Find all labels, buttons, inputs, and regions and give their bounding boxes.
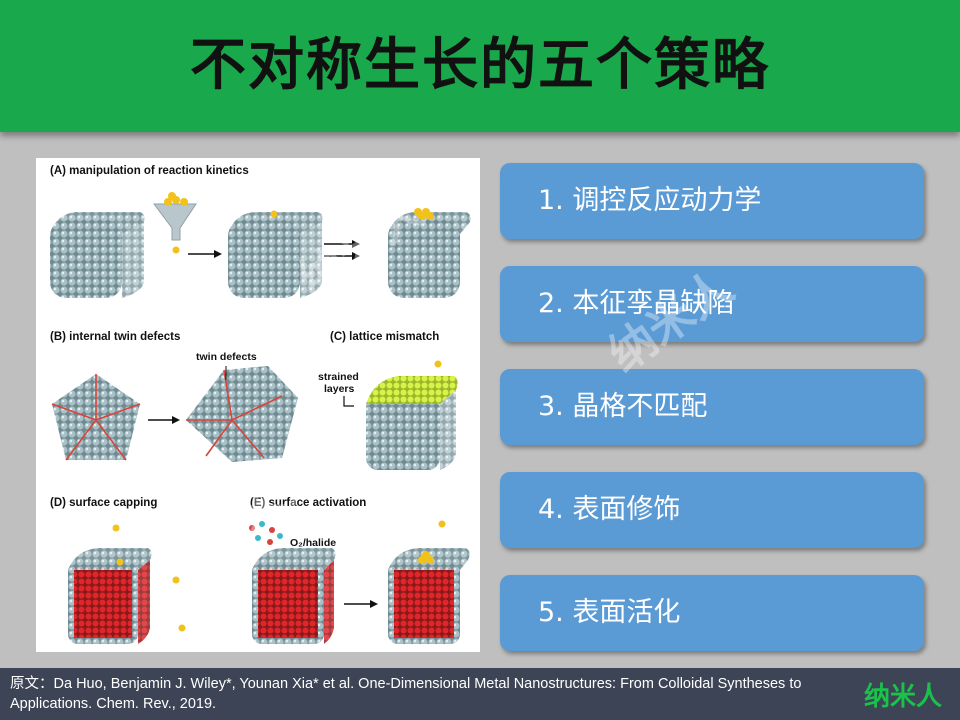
figure-panel: (A) manipulation of reaction kinetics: [36, 158, 480, 652]
cube-a2: [228, 210, 323, 298]
cube-e1: [252, 548, 336, 644]
page-title: 不对称生长的五个策略: [190, 33, 770, 98]
arrow-head-icon: [214, 250, 222, 258]
strategy-label: 4. 表面修饰: [538, 494, 681, 525]
header-bar: 不对称生长的五个策略: [0, 0, 960, 132]
bracket-icon: [343, 396, 354, 407]
twin-defects-annotation: twin defects: [196, 351, 257, 363]
reagent-dots: [249, 521, 283, 545]
panel-a-label: (A) manipulation of reaction kinetics: [50, 165, 249, 177]
strategy-label: 5. 表面活化: [538, 597, 681, 628]
strategy-label: 2. 本征孪晶缺陷: [538, 288, 735, 319]
strategy-label: 1. 调控反应动力学: [538, 185, 762, 216]
funnel-icon: [153, 192, 197, 254]
brand-logo: 纳米人: [863, 682, 942, 712]
strained-layers-annotation-2: layers: [324, 383, 355, 395]
strategy-button-1[interactable]: 1. 调控反应动力学: [500, 163, 924, 239]
cube-d: [68, 524, 186, 644]
pentagonal-rod: [186, 366, 298, 462]
strategy-label: 3. 晶格不匹配: [538, 391, 708, 422]
panel-b-label: (B) internal twin defects: [50, 331, 180, 343]
strategy-button-2[interactable]: 2. 本征孪晶缺陷: [500, 266, 924, 342]
figure-illustration: (A) manipulation of reaction kinetics: [50, 165, 471, 644]
strategy-button-3[interactable]: 3. 晶格不匹配: [500, 369, 924, 445]
arrow-head-icon: [370, 600, 378, 608]
pentagon-seed: [51, 374, 141, 461]
arrow-head-icon: [352, 252, 360, 260]
arrow-head-icon: [352, 240, 360, 248]
panel-c-label: (C) lattice mismatch: [330, 331, 439, 343]
cube-a3: [388, 208, 471, 298]
o2-halide-annotation: O₂/halide: [290, 537, 336, 549]
footer-bar: 原文：Da Huo, Benjamin J. Wiley*, Younan Xi…: [0, 668, 960, 720]
cube-c: [366, 360, 458, 470]
cube-e2: [388, 520, 470, 644]
strategy-button-5[interactable]: 5. 表面活化: [500, 575, 924, 651]
citation-text: 原文：Da Huo, Benjamin J. Wiley*, Younan Xi…: [10, 676, 802, 712]
arrow-head-icon: [172, 416, 180, 424]
strained-layers-annotation-1: strained: [318, 371, 359, 383]
strategy-button-4[interactable]: 4. 表面修饰: [500, 472, 924, 548]
panel-e-label: (E) surface activation: [250, 497, 366, 509]
panel-d-label: (D) surface capping: [50, 497, 157, 509]
cube-a1: [50, 212, 145, 298]
